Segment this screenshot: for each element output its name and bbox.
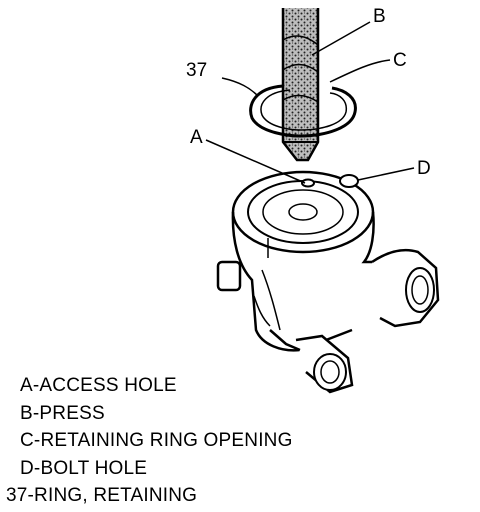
callout-a: A [190, 127, 203, 148]
access-hole [301, 178, 315, 188]
legend-item-press: B-PRESS [20, 402, 105, 424]
callout-37: 37 [186, 60, 207, 81]
legend-item-retaining-ring: 37-RING, RETAINING [6, 485, 198, 506]
callout-c: C [393, 50, 407, 71]
press [281, 8, 320, 162]
bolt-hole [339, 174, 359, 188]
leader-a [205, 139, 306, 184]
legend: A-ACCESS HOLE B-PRESS C-RETAINING RING O… [6, 372, 293, 510]
legend-item-bolt-hole: D-BOLT HOLE [20, 457, 148, 479]
leader-b [311, 21, 371, 56]
leader-c [329, 59, 391, 83]
legend-item-retaining-ring-opening: C-RETAINING RING OPENING [20, 430, 293, 451]
leader-37 [221, 77, 259, 97]
callout-b: B [373, 6, 386, 27]
pump-body [216, 170, 440, 394]
callout-d: D [417, 158, 431, 179]
legend-item-access-hole: A-ACCESS HOLE [20, 375, 177, 396]
leader-d [357, 167, 415, 181]
retaining-ring [249, 84, 357, 138]
leader-lines [205, 21, 415, 184]
